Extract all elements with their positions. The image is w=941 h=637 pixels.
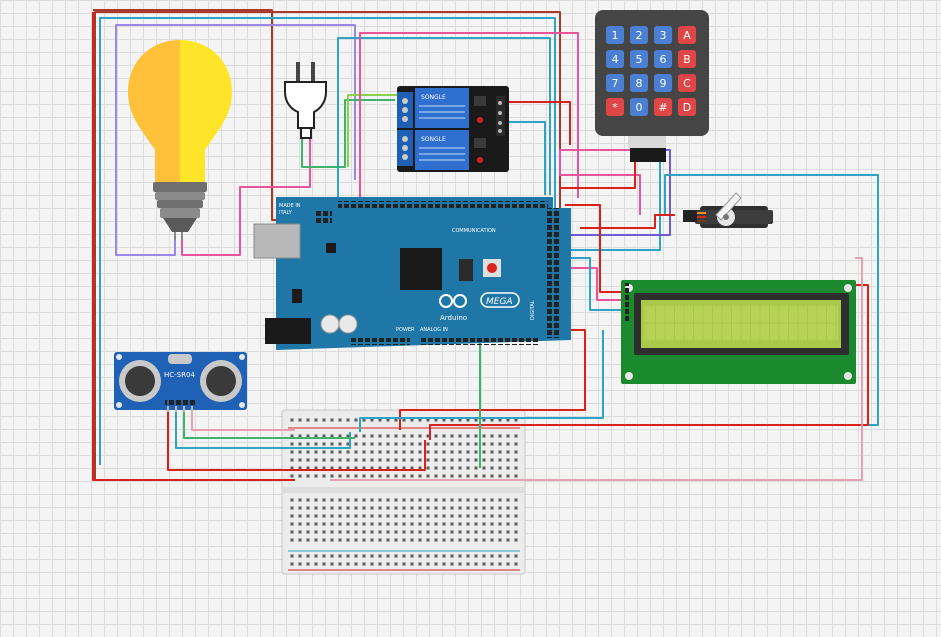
keypad-key-label: 1	[612, 29, 619, 42]
keypad-key-label: 6	[660, 53, 667, 66]
power-jack	[265, 318, 311, 344]
wire-pink-bulb[interactable]	[181, 135, 311, 256]
keypad-key-label: 9	[660, 77, 667, 90]
keypad-key-hash[interactable]	[654, 98, 672, 116]
sensor-model-label: HC-SR04	[164, 371, 195, 379]
wire-teal-left-loop[interactable]	[99, 17, 556, 465]
keypad-key-2[interactable]	[630, 26, 648, 44]
keypad-key-label: B	[683, 53, 691, 66]
keypad-key-label: #	[658, 101, 667, 114]
usb-port	[253, 223, 301, 259]
communication-label: COMMUNICATION	[452, 228, 496, 234]
keypad-key-8[interactable]	[630, 74, 648, 92]
keypad-key-7[interactable]	[606, 74, 624, 92]
made-in-label: MADE IN	[279, 203, 301, 209]
wire-red-bottom-loop[interactable]	[92, 12, 295, 481]
relay-2	[415, 130, 469, 170]
keypad-key-label: 2	[636, 29, 643, 42]
mega-label: MEGA	[486, 297, 513, 307]
keypad-key-star[interactable]	[606, 98, 624, 116]
keypad-key-label: A	[683, 29, 691, 42]
keypad-key-label: *	[612, 101, 618, 114]
wire-red-servo[interactable]	[580, 214, 675, 229]
power-label: POWER	[396, 327, 415, 333]
wire-red-lcd[interactable]	[565, 204, 625, 293]
keypad-key-3[interactable]	[654, 26, 672, 44]
atmega-chip	[400, 248, 442, 290]
ultrasonic-sensor[interactable]: HC-SR04	[114, 352, 247, 412]
keypad-key-label: C	[683, 77, 691, 90]
analog-in-label: ANALOG IN	[420, 327, 448, 333]
keypad-key-6[interactable]	[654, 50, 672, 68]
keypad-key-label: 8	[636, 77, 643, 90]
keypad-key-label: 0	[636, 101, 643, 114]
wire-teal-lcd[interactable]	[565, 257, 625, 311]
relay-brand-label: SONGLE	[421, 94, 446, 101]
keypad-key-9[interactable]	[654, 74, 672, 92]
lcd-display[interactable]	[621, 280, 856, 384]
wire-green-plug[interactable]	[301, 99, 395, 168]
keypad-key-c[interactable]	[678, 74, 696, 92]
wire-teal-relay-right[interactable]	[505, 121, 546, 195]
wire-teal-sensor-trig[interactable]	[175, 412, 351, 449]
keypad-key-4[interactable]	[606, 50, 624, 68]
keypad-key-label: 3	[660, 29, 667, 42]
relay-brand-label: SONGLE	[421, 136, 446, 143]
keypad-key-label: D	[683, 101, 691, 114]
keypad-key-d[interactable]	[678, 98, 696, 116]
wire-red-lcd-right[interactable]	[429, 284, 869, 440]
made-in-country-label: ITALY	[279, 210, 293, 216]
keypad-key-0[interactable]	[630, 98, 648, 116]
keypad-key-a[interactable]	[678, 26, 696, 44]
breadboard[interactable]	[281, 409, 526, 575]
wire-yellowgreen-relay[interactable]	[347, 94, 400, 167]
wire-pink-sensor-gnd[interactable]	[191, 412, 295, 431]
wire-red-keypad[interactable]	[560, 150, 636, 189]
power-plug[interactable]	[284, 62, 327, 139]
keypad-key-b[interactable]	[678, 50, 696, 68]
digital-label: DIGITAL	[530, 300, 536, 320]
wire-pink-lcd[interactable]	[565, 267, 625, 301]
arduino-logo: Arduino	[439, 294, 467, 322]
keypad-key-1[interactable]	[606, 26, 624, 44]
wire-pink-keypad[interactable]	[559, 149, 641, 215]
keypad[interactable]: 1 2 3 A 4 5 6 B 7 8 9 C * 0 # D	[595, 10, 709, 162]
servo-motor[interactable]	[683, 192, 773, 228]
wire-teal-relay-top[interactable]	[337, 37, 551, 200]
light-bulb[interactable]	[128, 40, 232, 240]
wire-teal-board-bb[interactable]	[359, 330, 604, 432]
keypad-key-5[interactable]	[630, 50, 648, 68]
relay-module[interactable]: SONGLE SONGLE	[397, 86, 509, 172]
wire-pink-relay-top[interactable]	[359, 32, 579, 200]
keypad-key-label: 5	[636, 53, 643, 66]
wire-red-relay-right[interactable]	[505, 101, 571, 145]
wire-brown-left-loop[interactable]	[94, 11, 561, 480]
wire-green-sensor-echo[interactable]	[183, 412, 355, 439]
keypad-key-label: 4	[612, 53, 619, 66]
arduino-brand-label: Arduino	[440, 314, 467, 322]
wire-purple-bulb[interactable]	[115, 24, 356, 256]
wire-red-sensor-vcc[interactable]	[167, 412, 426, 471]
wire-pink-lcd-bottom[interactable]	[330, 257, 863, 481]
keypad-key-label: 7	[612, 77, 619, 90]
relay-1	[415, 88, 469, 128]
arduino-mega[interactable]: MADE IN ITALY COMMUNICATION POWER ANALOG…	[253, 197, 571, 350]
